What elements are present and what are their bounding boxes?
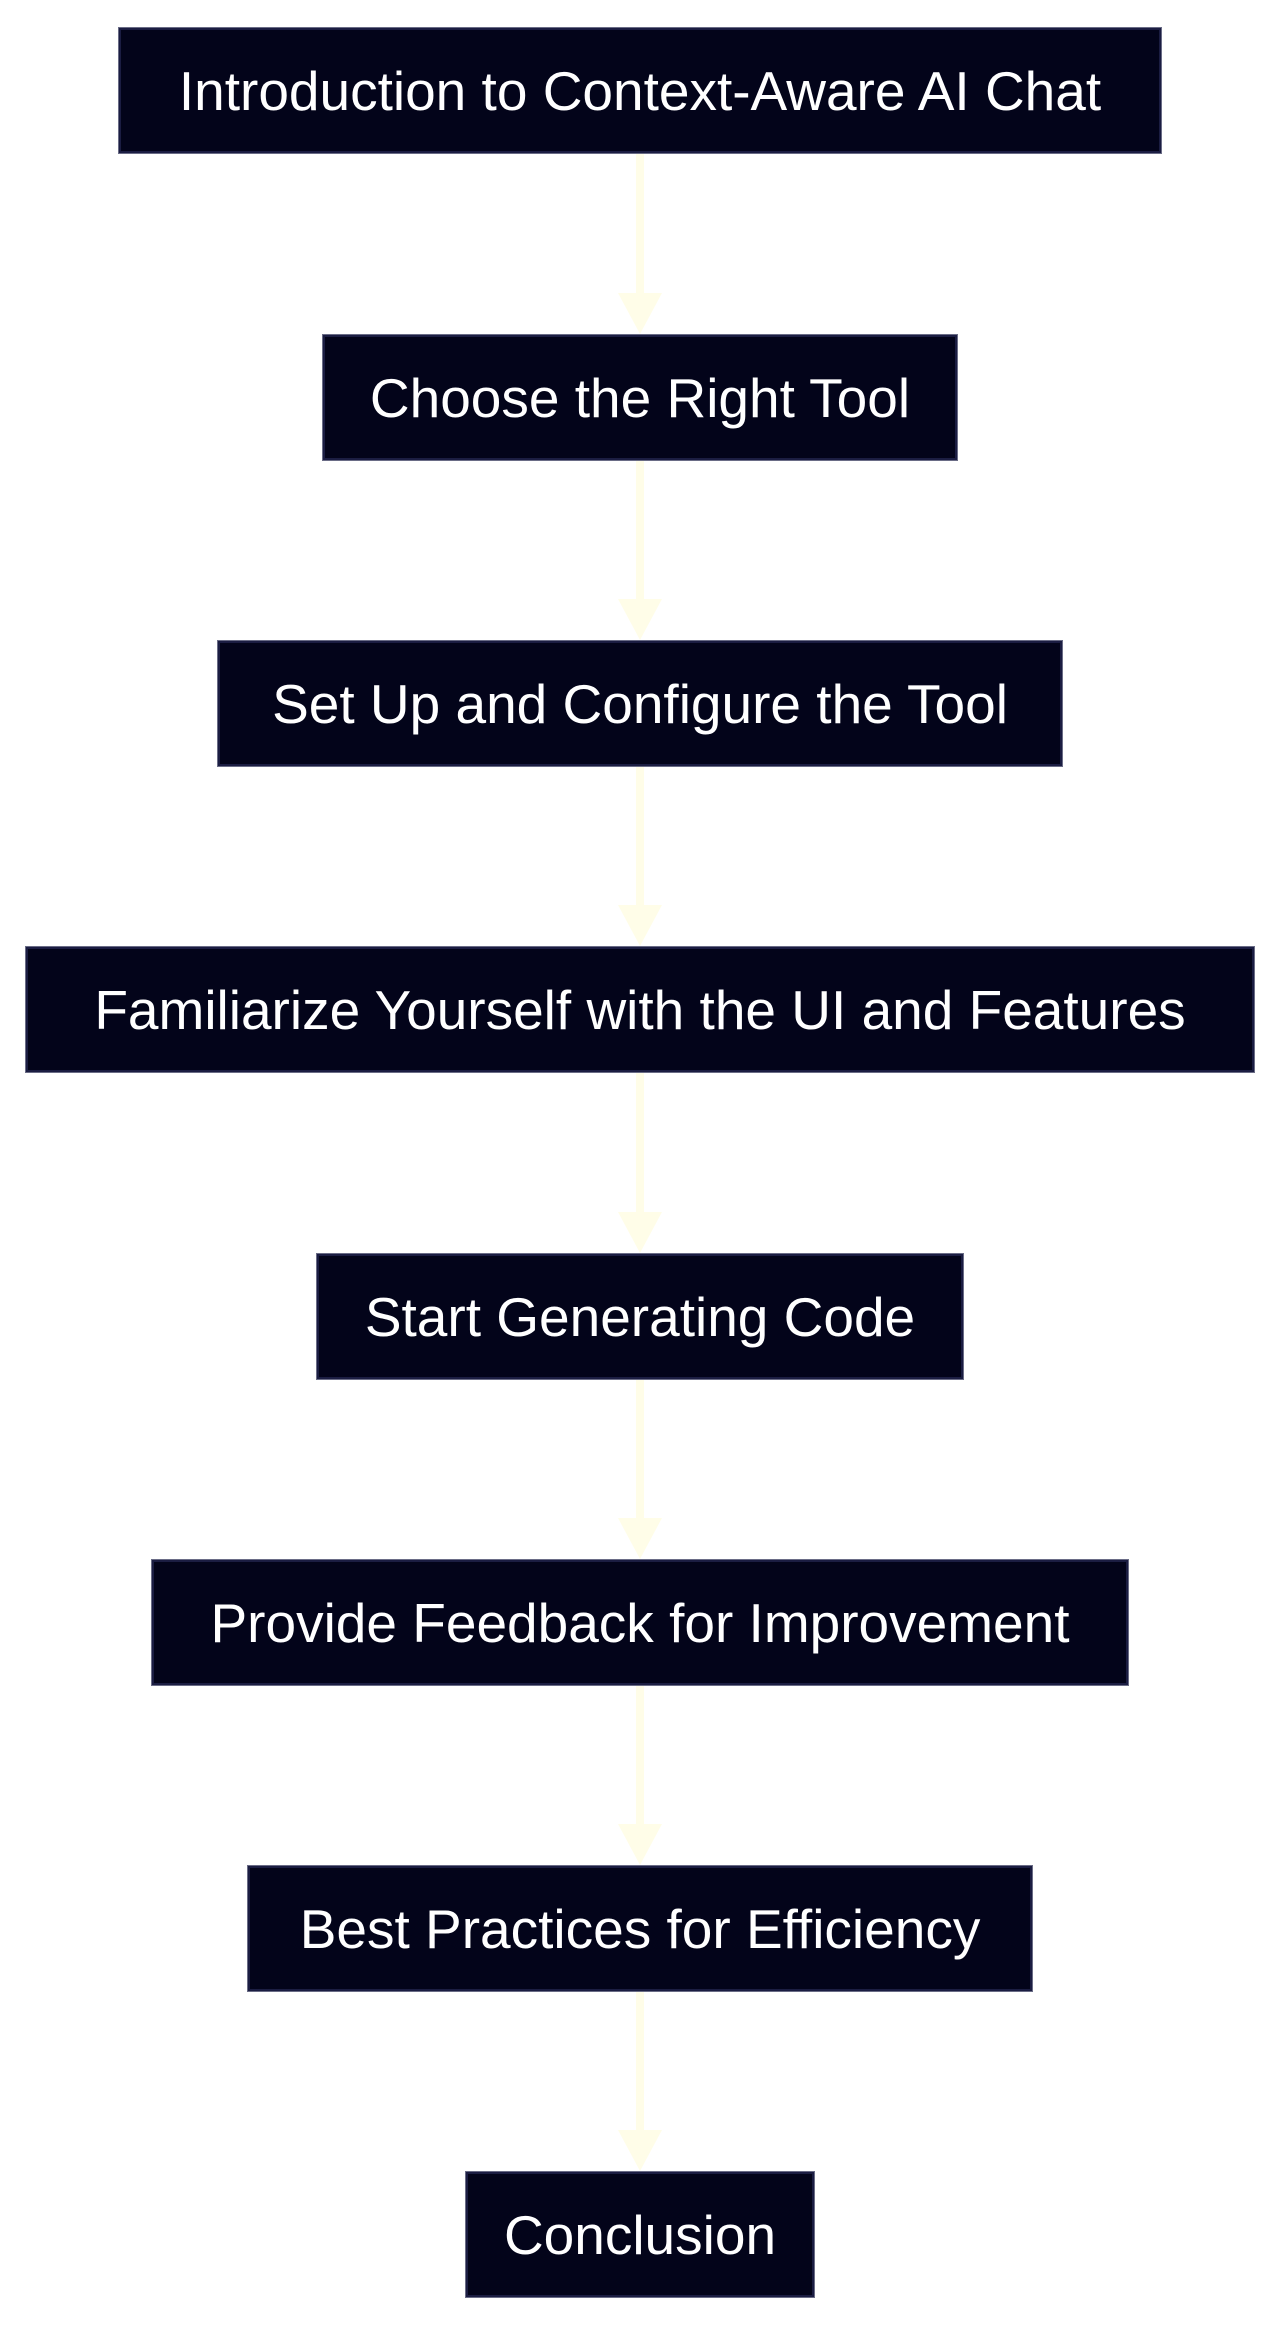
edge-line [636,1686,644,1826]
node-familiarize-ui: Familiarize Yourself with the UI and Fea… [25,946,1255,1073]
edge-line [636,461,644,601]
node-setup-configure: Set Up and Configure the Tool [217,640,1063,767]
arrow-down-icon [618,1212,662,1253]
edge-line [636,1992,644,2132]
arrow-down-icon [618,905,662,946]
edge-line [636,1073,644,1214]
node-start-generating: Start Generating Code [316,1253,964,1380]
arrow-down-icon [618,1518,662,1559]
arrow-down-icon [618,1824,662,1865]
node-choose-tool: Choose the Right Tool [322,334,958,461]
node-provide-feedback: Provide Feedback for Improvement [151,1559,1129,1686]
node-conclusion: Conclusion [465,2171,815,2298]
edge-line [636,767,644,907]
node-introduction: Introduction to Context-Aware AI Chat [118,27,1162,154]
edge-line [636,154,644,294]
node-best-practices: Best Practices for Efficiency [247,1865,1033,1992]
arrow-down-icon [618,293,662,334]
arrow-down-icon [618,599,662,640]
arrow-down-icon [618,2130,662,2171]
edge-line [636,1380,644,1520]
